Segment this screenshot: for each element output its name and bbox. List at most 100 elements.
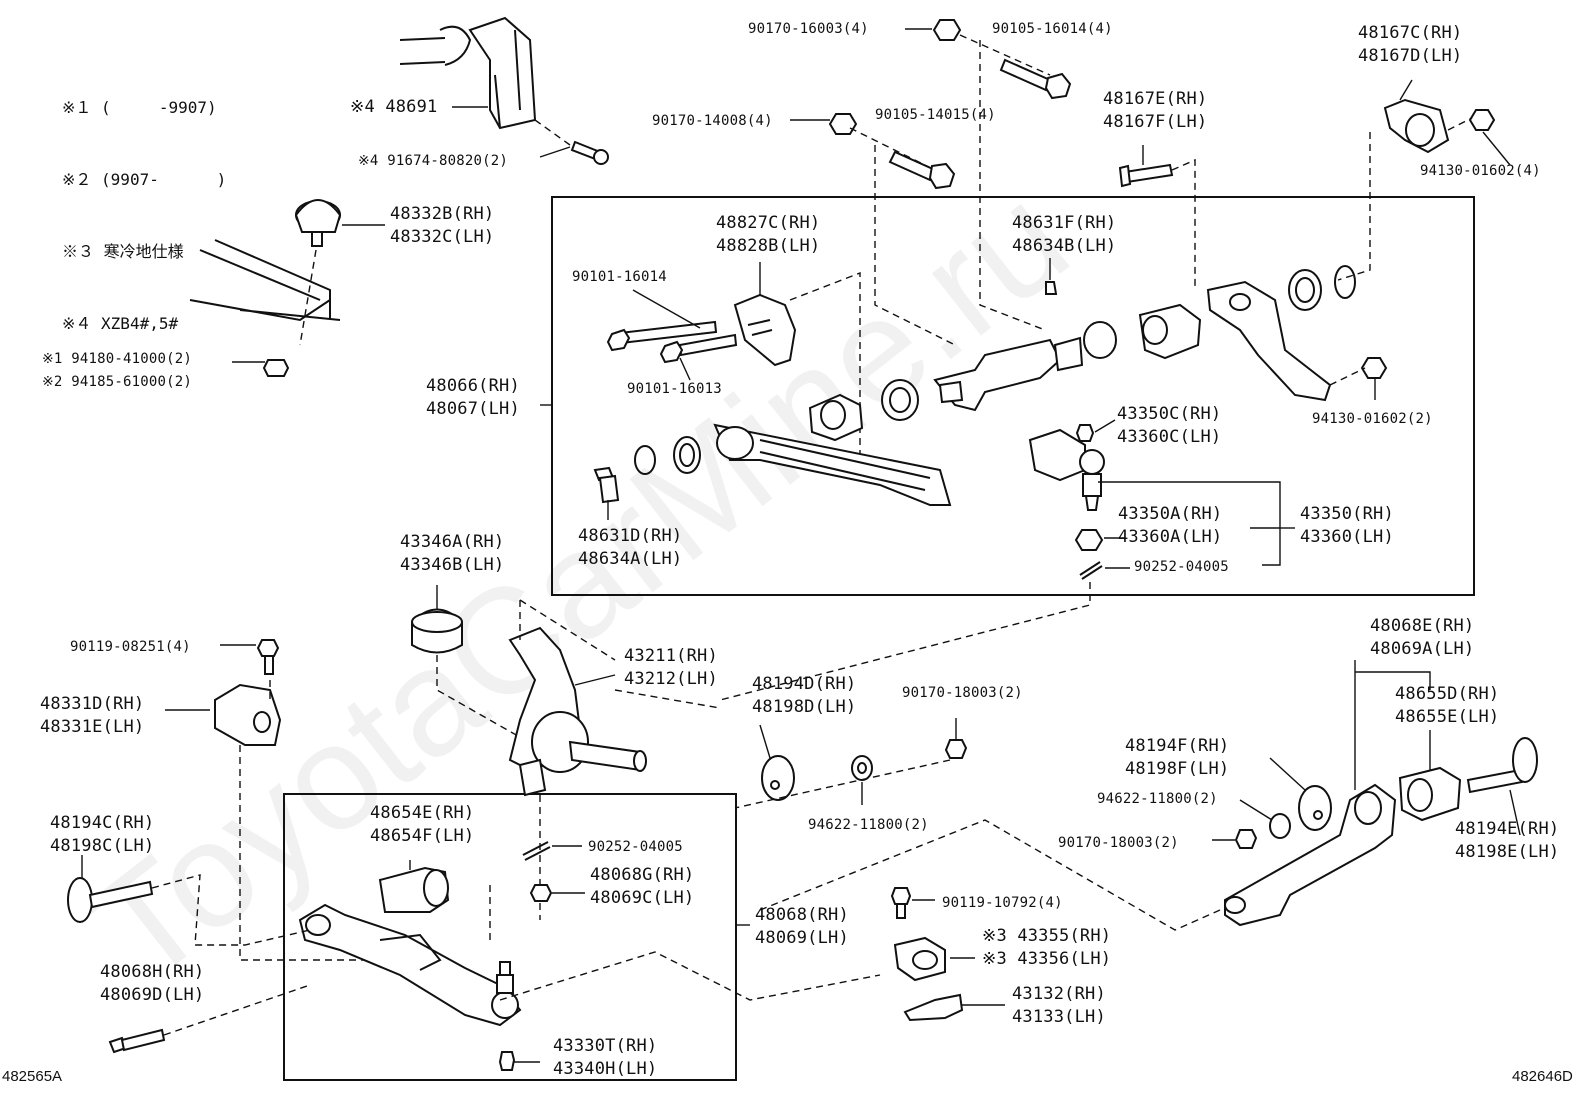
label-90119-08251[interactable]: 90119-08251(4)	[70, 639, 191, 655]
bolt-48194C-drawing	[67, 877, 154, 923]
label-48068H[interactable]: 48068H(RH)48069D(LH)	[100, 962, 205, 1005]
bushing-upper-rear-drawing	[1083, 303, 1202, 360]
label-43355[interactable]: ※3 43355(RH)※3 43356(LH)	[982, 926, 1112, 969]
label-48068E[interactable]: 48068E(RH)48069A(LH)	[1370, 616, 1475, 659]
bolt-90101-16013-drawing	[659, 333, 738, 364]
washer-94622a-drawing	[851, 755, 873, 781]
label-48194C[interactable]: 48194C(RH)48198C(LH)	[50, 813, 155, 856]
nut-90170-18003b-drawing	[1234, 829, 1258, 849]
upper-arm-rear-drawing	[1206, 280, 1332, 402]
label-48194E[interactable]: 48194E(RH)48198E(LH)	[1455, 819, 1560, 862]
label-94622-11800-b[interactable]: 94622-11800(2)	[1097, 791, 1218, 807]
nut-90170-14008-drawing	[828, 113, 858, 135]
footnote-4: ※４ XZB4#,5#	[62, 314, 179, 333]
lower-arm-front-drawing	[298, 903, 522, 1027]
bolt-48167E-drawing	[1118, 163, 1174, 188]
footnote-1: ※１ ( -9907)	[62, 98, 217, 117]
washer-upper-small-drawing	[673, 436, 701, 474]
label-43132[interactable]: 43132(RH)43133(LH)	[1012, 984, 1106, 1027]
ball-joint-lower-drawing	[491, 961, 519, 1019]
dust-deflector-43132-drawing	[903, 993, 964, 1022]
label-90105-14015[interactable]: 90105-14015(4)	[875, 107, 996, 123]
upper-arm-front-drawing	[713, 423, 952, 506]
label-48654[interactable]: 48654E(RH)48654F(LH)	[370, 803, 475, 846]
label-48194F[interactable]: 48194F(RH)48198F(LH)	[1125, 736, 1230, 779]
lower-arm-assembly-frame	[283, 793, 737, 1081]
label-90170-16003[interactable]: 90170-16003(4)	[748, 21, 869, 37]
bolt-90119-10792-drawing	[890, 887, 912, 919]
cotter-pin-top-drawing	[1079, 561, 1103, 580]
label-90105-16014[interactable]: 90105-16014(4)	[992, 21, 1113, 37]
label-48167C[interactable]: 48167C(RH)48167D(LH)	[1358, 23, 1463, 66]
ring-upper-small-drawing	[634, 445, 656, 475]
label-94130-01602-2[interactable]: 94130-01602(2)	[1312, 411, 1433, 427]
label-94130-01602-4[interactable]: 94130-01602(4)	[1420, 163, 1541, 179]
label-90170-18003-a[interactable]: 90170-18003(2)	[902, 685, 1023, 701]
bump-stopper-48332-drawing	[294, 199, 342, 247]
bolt-48068H-drawing	[108, 1028, 166, 1054]
label-90101-16014[interactable]: 90101-16014	[572, 269, 667, 285]
cam-plate-48194D-drawing	[761, 755, 795, 801]
bolt-90105-16014-drawing	[999, 58, 1072, 100]
label-48331[interactable]: 48331D(RH)48331E(LH)	[40, 694, 145, 737]
label-90252-04005-bottom[interactable]: 90252-04005	[588, 839, 683, 855]
bushing-48655-drawing	[1398, 766, 1462, 822]
diagram-id-right: 482646D	[1512, 1068, 1573, 1085]
label-48631F[interactable]: 48631F(RH)48634B(LH)	[1012, 213, 1117, 256]
label-91674-80820[interactable]: ※4 91674-80820(2)	[358, 153, 508, 169]
washer-upper-front-drawing	[881, 379, 919, 421]
label-94622-11800-a[interactable]: 94622-11800(2)	[808, 817, 929, 833]
label-48631D[interactable]: 48631D(RH)48634A(LH)	[578, 526, 683, 569]
cotter-pin-bottom-drawing	[522, 841, 551, 861]
label-48066[interactable]: 48066(RH)48067(LH)	[426, 376, 520, 419]
bracket-48167C-drawing	[1383, 98, 1450, 154]
bracket-48691-drawing	[399, 16, 537, 130]
label-48332[interactable]: 48332B(RH)48332C(LH)	[390, 204, 495, 247]
bolt-90105-14015-drawing	[888, 150, 956, 190]
label-43346[interactable]: 43346A(RH)43346B(LH)	[400, 532, 505, 575]
label-94180-94185[interactable]: ※1 94180-41000(2)※2 94185-61000(2)	[42, 351, 192, 390]
nut-94180-drawing	[262, 359, 290, 377]
label-43211[interactable]: 43211(RH)43212(LH)	[624, 646, 718, 689]
label-48655[interactable]: 48655D(RH)48655E(LH)	[1395, 684, 1500, 727]
footnote-3: ※３ 寒冷地仕様	[62, 242, 184, 261]
steering-knuckle-drawing	[508, 626, 647, 797]
nut-43350C-drawing	[1075, 424, 1095, 442]
label-90119-10792[interactable]: 90119-10792(4)	[942, 895, 1063, 911]
label-90252-04005-top[interactable]: 90252-04005	[1134, 559, 1229, 575]
footnote-2: ※２ (9907- )	[62, 170, 227, 189]
ball-joint-upper-drawing	[1028, 428, 1105, 511]
nut-48068G-drawing	[529, 884, 553, 902]
bushing-48654-drawing	[378, 866, 450, 913]
upper-arm-rear-shaft-drawing	[933, 336, 1084, 412]
label-43350C[interactable]: 43350C(RH)43360C(LH)	[1117, 404, 1222, 447]
label-90170-18003-b[interactable]: 90170-18003(2)	[1058, 835, 1179, 851]
label-43350A[interactable]: 43350A(RH)43360A(LH)	[1118, 504, 1223, 547]
label-48691[interactable]: ※4 48691	[350, 97, 438, 117]
nut-94130-4-drawing	[1468, 109, 1496, 131]
label-48068G[interactable]: 48068G(RH)48069C(LH)	[590, 865, 695, 908]
label-90101-16013[interactable]: 90101-16013	[627, 381, 722, 397]
bump-stopper-43346-drawing	[411, 608, 463, 654]
lower-arm-rear-drawing	[1224, 783, 1397, 927]
bolt-48194E-drawing	[1466, 737, 1538, 794]
label-48194D[interactable]: 48194D(RH)48198D(LH)	[752, 674, 857, 717]
label-43350[interactable]: 43350(RH)43360(LH)	[1300, 504, 1394, 547]
bracket-48331-drawing	[214, 683, 282, 746]
cam-plate-48194F-drawing	[1298, 785, 1332, 831]
label-48167E[interactable]: 48167E(RH)48167F(LH)	[1103, 89, 1208, 132]
nut-43350A-drawing	[1074, 529, 1104, 551]
nut-43330-drawing	[498, 1051, 516, 1071]
upper-arm-assembly-frame	[551, 196, 1475, 596]
bracket-43355-drawing	[893, 936, 946, 982]
washer-upper-rear-drawing	[1288, 265, 1356, 311]
diagram-id-left: 482565A	[2, 1068, 63, 1085]
label-43330[interactable]: 43330T(RH)43340H(LH)	[553, 1036, 658, 1079]
label-90170-14008[interactable]: 90170-14008(4)	[652, 113, 773, 129]
nut-90170-16003-drawing	[932, 19, 962, 41]
label-48827[interactable]: 48827C(RH)48828B(LH)	[716, 213, 821, 256]
label-48068[interactable]: 48068(RH)48069(LH)	[755, 905, 849, 948]
footnotes: ※１ ( -9907) ※２ (9907- ) ※３ 寒冷地仕様 ※４ XZB4…	[62, 48, 226, 360]
nut-94130-2-drawing	[1360, 357, 1388, 379]
